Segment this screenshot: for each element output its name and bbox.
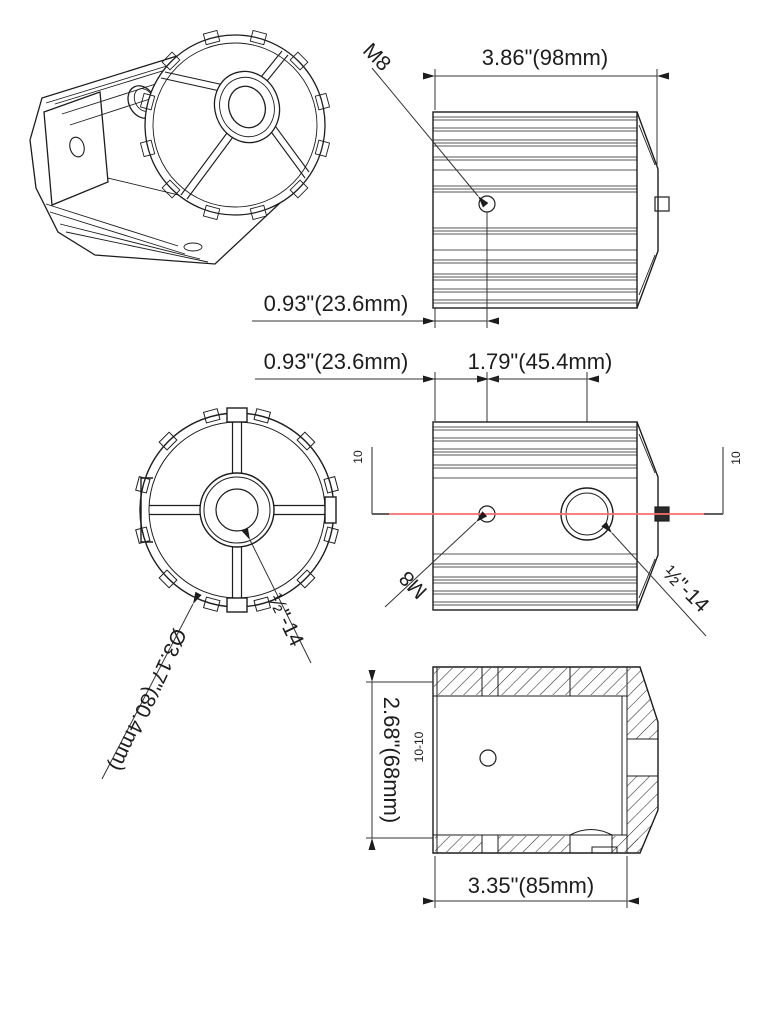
- section-inner-lines: [433, 667, 658, 853]
- front-hub-mid: [203, 476, 271, 544]
- thread-label: ½"-14: [658, 562, 714, 618]
- thread-label: M8: [358, 39, 395, 76]
- side-chamfer-detail: [638, 124, 656, 296]
- leader-line: [101, 591, 202, 780]
- side-end-tab: [654, 196, 670, 212]
- side-ribs: [433, 116, 637, 304]
- thread-label: M8: [395, 566, 432, 603]
- dimension-label: 3.86"(98mm): [482, 45, 608, 70]
- hatch-bottom-seg2: [498, 836, 570, 852]
- dimension-length: 3.86"(98mm): [423, 45, 669, 167]
- dimension-label: 0.93"(23.6mm): [264, 291, 409, 316]
- side-body: [432, 111, 638, 309]
- cut-marker-right: 10: [729, 451, 743, 465]
- hatch-top-strip: [434, 668, 626, 695]
- section-title: 10-10: [412, 731, 426, 762]
- section-view: [432, 666, 659, 854]
- leader-line: [601, 521, 707, 637]
- leader-line: [384, 511, 488, 608]
- dimension-label: 0.93"(23.6mm): [264, 349, 409, 374]
- iso-face-inner: [152, 42, 318, 208]
- side-view-top: [432, 111, 670, 309]
- section-bump-arc: [569, 828, 613, 836]
- dimension-width: 3.35"(85mm): [423, 856, 639, 908]
- hatch-bottom-seg1: [435, 836, 482, 852]
- iso-hub-bore: [227, 85, 267, 129]
- side-chamfer-end: [636, 111, 659, 309]
- dimension-label: 3.35"(85mm): [468, 873, 594, 898]
- front-hub-bore: [215, 488, 259, 532]
- iso-bottom-slot: [183, 242, 203, 252]
- iso-hub-mid: [219, 76, 275, 138]
- front-spoke-tab-top: [226, 407, 248, 423]
- iso-upper-ribs: [54, 63, 217, 205]
- hatch-right-lower: [627, 776, 658, 852]
- iso-mount-plate: [43, 91, 109, 206]
- dimension-hole-offset-top: 0.93"(23.6mm): [252, 212, 499, 328]
- leader-line: [371, 67, 489, 208]
- diameter-callout: Ø3.17"(80.4mm): [101, 591, 202, 780]
- iso-face-notches: [139, 29, 331, 221]
- dimension-height: 2.68"(68mm): [366, 670, 433, 850]
- front-spoke-tab-bottom: [226, 597, 248, 613]
- front-hub-outer: [199, 472, 275, 548]
- iso-plate-hole: [69, 136, 85, 158]
- section-cut-line: 10 10: [351, 447, 743, 515]
- leader-line: [241, 527, 312, 664]
- section-hole: [479, 749, 497, 767]
- section-outer-profile: [432, 666, 659, 854]
- thread-label: ½"-14: [263, 590, 308, 650]
- iso-body-silhouette: [29, 55, 281, 265]
- dimension-label: Ø3.17"(80.4mm): [104, 625, 190, 775]
- front-spoke-tab-right: [324, 496, 337, 524]
- iso-spokes: [160, 50, 310, 200]
- cut-marker-left: 10: [351, 450, 365, 464]
- side-view-middle: [432, 421, 670, 611]
- iso-hub-outer: [213, 70, 281, 144]
- iso-top-ridge: [45, 61, 181, 104]
- dimension-row-middle: 0.93"(23.6mm) 1.79"(45.4mm): [255, 349, 612, 512]
- isometric-view: [29, 29, 331, 265]
- dimension-label: 1.79"(45.4mm): [468, 349, 613, 374]
- dimension-label: 2.68"(68mm): [379, 697, 404, 823]
- front-left-bracket: [140, 477, 153, 543]
- side-ribs: [433, 426, 637, 606]
- side-chamfer-detail: [638, 433, 656, 599]
- iso-lower-ribs: [45, 203, 209, 263]
- section-step: [591, 846, 618, 854]
- hatch-right-upper: [627, 668, 658, 739]
- front-view: [135, 407, 339, 613]
